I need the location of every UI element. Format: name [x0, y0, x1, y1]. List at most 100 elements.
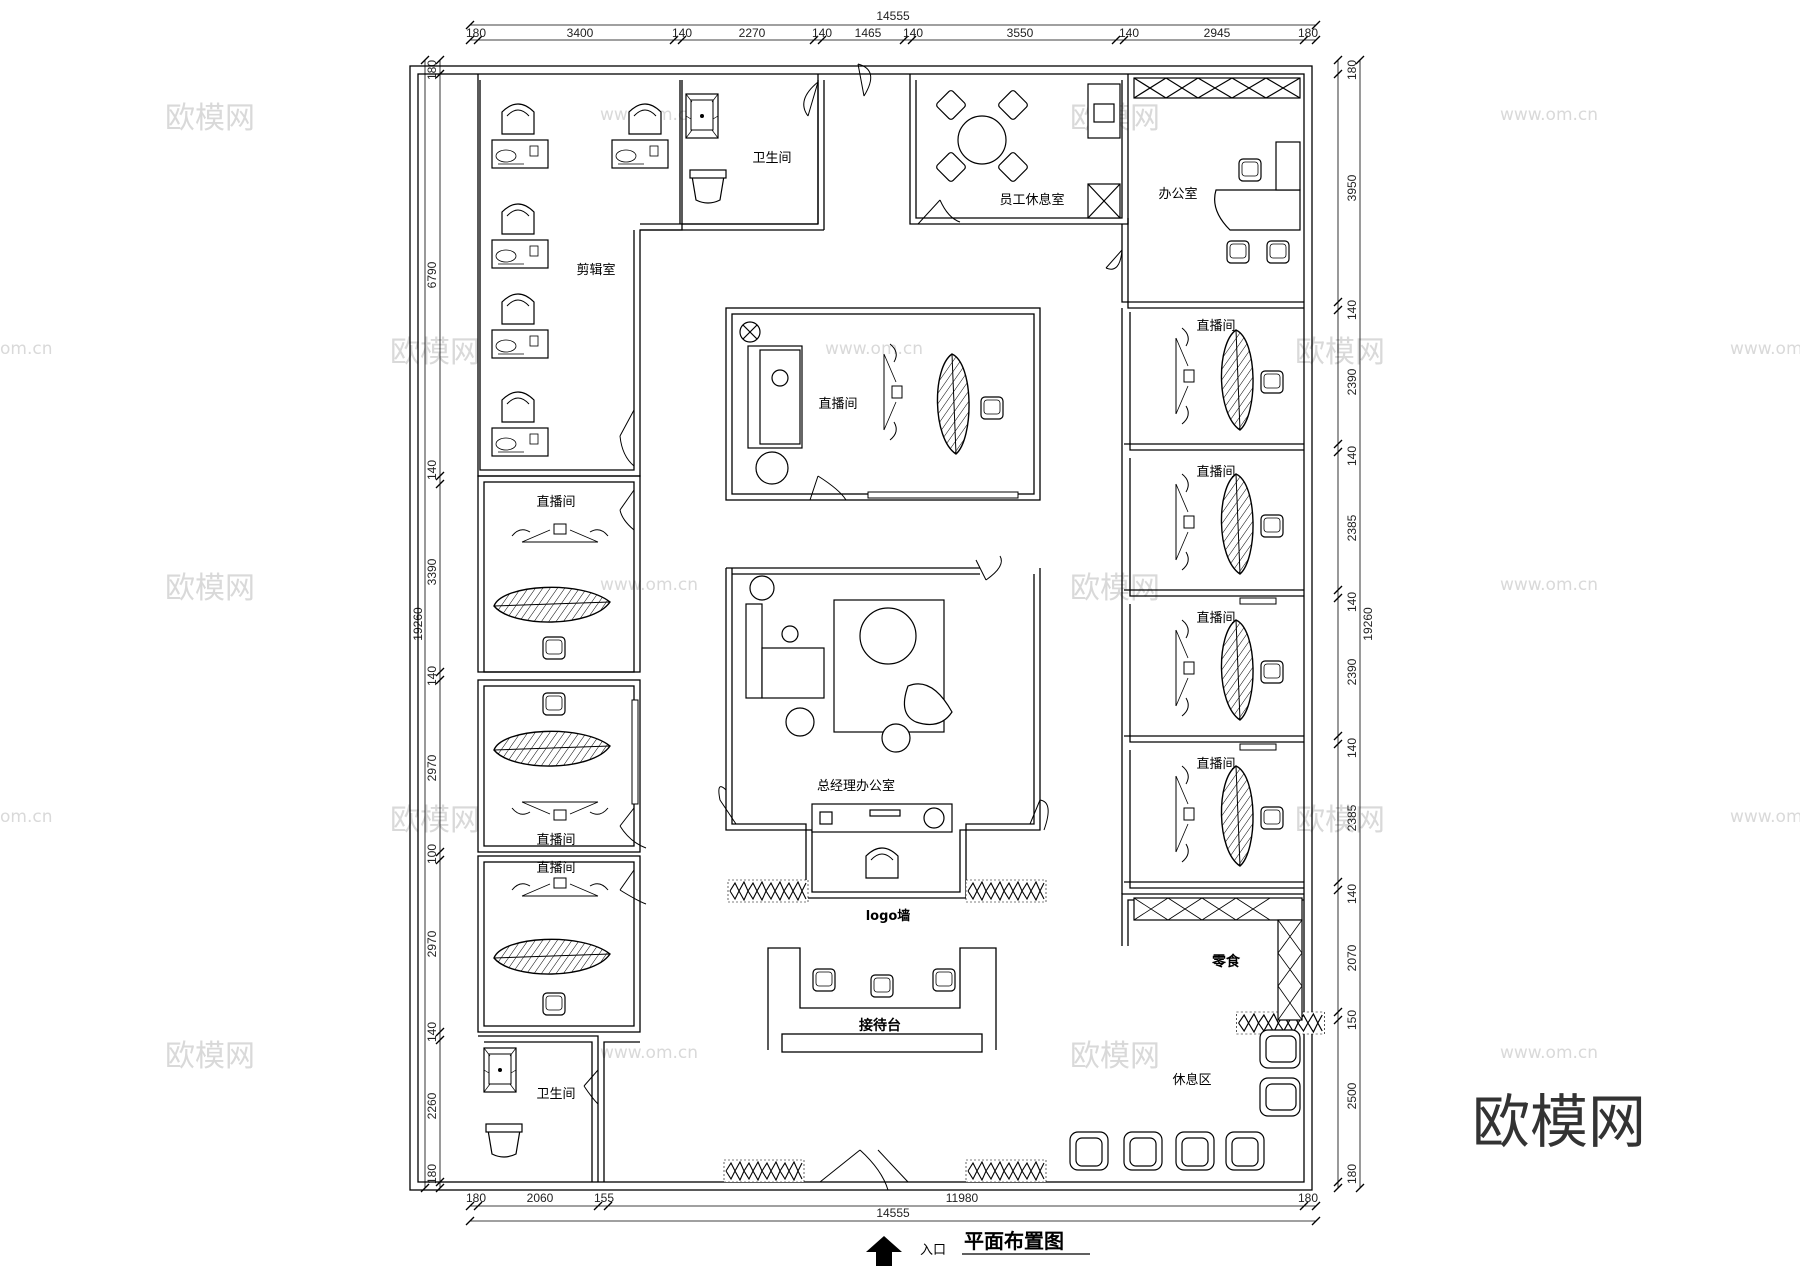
dim-right-7: 2390 — [1345, 658, 1359, 685]
walls — [409, 65, 1313, 1191]
label-live-right-4: 直播间 — [1196, 757, 1235, 772]
dim-top: 14555 180 3400 140 2270 140 1465 140 355… — [466, 9, 1318, 40]
watermark-url: www.om.cn — [825, 339, 923, 359]
left-live-furniture — [493, 523, 611, 1016]
watermark-url: www.om.cn — [600, 575, 698, 595]
dim-bottom: 180 2060 155 11980 180 14555 — [466, 1191, 1318, 1220]
dim-bottom-4: 180 — [1298, 1191, 1318, 1205]
dim-bottom-0: 180 — [466, 1191, 486, 1205]
entrance-arrow-icon — [866, 1236, 902, 1266]
wc-top-fixtures — [685, 93, 727, 204]
label-live-right-1: 直播间 — [1196, 319, 1235, 334]
label-office: 办公室 — [1158, 186, 1197, 202]
label-rest-area: 休息区 — [1172, 1072, 1211, 1088]
dim-right-8: 140 — [1345, 738, 1359, 758]
label-staff-lounge: 员工休息室 — [999, 192, 1064, 208]
label-snack: 零食 — [1211, 953, 1241, 970]
dim-right-11: 2070 — [1345, 944, 1359, 971]
doors — [583, 63, 1123, 1191]
editing-workstations — [491, 103, 669, 457]
dim-top-7: 3550 — [1007, 26, 1034, 40]
dim-left-4: 140 — [425, 666, 439, 686]
center-live-furniture — [739, 321, 1004, 485]
dimension-lines — [424, 24, 1361, 1222]
dim-top-10: 180 — [1298, 26, 1318, 40]
dim-right-6: 140 — [1345, 592, 1359, 612]
watermark-url: www.om.cn — [1500, 105, 1598, 125]
watermark-url: om.cn — [0, 339, 53, 359]
entrance-marker: 入口 — [866, 1236, 946, 1266]
label-live-left-3: 直播间 — [536, 861, 575, 876]
dim-right-14: 180 — [1345, 1164, 1359, 1184]
dim-right-2: 140 — [1345, 300, 1359, 320]
dim-left-6: 100 — [425, 844, 439, 864]
plan-title: 平面布置图 — [964, 1229, 1064, 1253]
dim-right-0: 180 — [1345, 60, 1359, 80]
label-live-left-1: 直播间 — [536, 495, 575, 510]
dim-bottom-total: 14555 — [876, 1206, 910, 1220]
dim-left-5: 2970 — [425, 754, 439, 781]
watermark-url: www.om.cn — [1500, 575, 1598, 595]
dim-top-4: 140 — [812, 26, 832, 40]
watermark-url: www.om.cn — [1730, 807, 1800, 827]
dim-left-3: 3390 — [425, 558, 439, 585]
label-live-right-3: 直播间 — [1196, 611, 1235, 626]
dim-left-0: 180 — [425, 60, 439, 80]
dim-top-0: 180 — [466, 26, 486, 40]
dim-top-5: 1465 — [855, 26, 882, 40]
watermark-logo: 欧模网 — [1295, 803, 1385, 838]
label-live-center: 直播间 — [818, 397, 857, 412]
room-labels: 剪辑室 卫生间 员工休息室 办公室 直播间 总经理办公室 logo墙 接待台 零… — [536, 151, 1241, 1102]
dim-top-total: 14555 — [876, 9, 910, 23]
dim-right-10: 140 — [1345, 884, 1359, 904]
dim-left-8: 140 — [425, 1022, 439, 1042]
snack-shelves — [1133, 897, 1303, 1021]
label-editing: 剪辑室 — [576, 262, 615, 278]
watermark-logo: 欧模网 — [390, 335, 480, 370]
watermark-logo: 欧模网 — [1070, 571, 1160, 606]
label-live-right-2: 直播间 — [1196, 465, 1235, 480]
dim-left-1: 6790 — [425, 261, 439, 288]
dim-bottom-3: 11980 — [946, 1191, 979, 1205]
watermark-logo: 欧模网 — [1070, 1039, 1160, 1074]
dim-right-4: 140 — [1345, 446, 1359, 466]
dim-left: 180 6790 140 3390 140 2970 100 2970 140 … — [411, 60, 439, 1184]
entrance-label: 入口 — [920, 1243, 946, 1258]
dim-bottom-2: 155 — [594, 1191, 614, 1205]
dim-right-5: 2385 — [1345, 514, 1359, 541]
reception-chairs — [812, 968, 956, 998]
watermark-logo: 欧模网 — [390, 803, 480, 838]
office-furniture — [1133, 77, 1301, 264]
wc-bottom-fixtures — [483, 1047, 523, 1158]
label-wc-top: 卫生间 — [752, 151, 791, 166]
dim-top-6: 140 — [903, 26, 923, 40]
dim-left-10: 180 — [425, 1164, 439, 1184]
label-live-left-2: 直播间 — [536, 833, 575, 848]
dim-top-3: 2270 — [739, 26, 766, 40]
dim-bottom-1: 2060 — [527, 1191, 554, 1205]
dim-top-8: 140 — [1119, 26, 1139, 40]
dim-top-9: 2945 — [1204, 26, 1231, 40]
label-wc-bottom: 卫生间 — [536, 1087, 575, 1102]
watermark-url: www.om.cn — [1500, 1043, 1598, 1063]
watermark-url: www.om.cn — [1730, 339, 1800, 359]
watermark-logo: 欧模网 — [165, 101, 255, 136]
label-reception: 接待台 — [859, 1017, 901, 1034]
right-live-furniture — [1175, 327, 1284, 867]
watermark-logo: 欧模网 — [165, 571, 255, 606]
watermarks: 欧模网 欧模网 欧模网 欧模网 欧模网 欧模网 欧模网 欧模网 欧模网 欧模网 … — [0, 101, 1800, 1074]
rest-area-chairs — [1069, 1029, 1301, 1171]
watermark-url: www.om.cn — [600, 1043, 698, 1063]
dim-top-2: 140 — [672, 26, 692, 40]
watermark-logo: 欧模网 — [1295, 335, 1385, 370]
dim-top-1: 3400 — [567, 26, 594, 40]
staff-lounge-table — [936, 83, 1121, 219]
dim-right-1: 3950 — [1345, 174, 1359, 201]
label-logo-wall: logo墙 — [866, 908, 911, 924]
brand-logo: 欧模网 — [1472, 1088, 1646, 1156]
dim-right-9: 2385 — [1345, 804, 1359, 831]
label-gm-office: 总经理办公室 — [817, 778, 895, 794]
gm-office-furniture — [745, 575, 953, 879]
dim-right-12: 150 — [1345, 1010, 1359, 1030]
dim-right-total: 19260 — [1361, 607, 1375, 641]
